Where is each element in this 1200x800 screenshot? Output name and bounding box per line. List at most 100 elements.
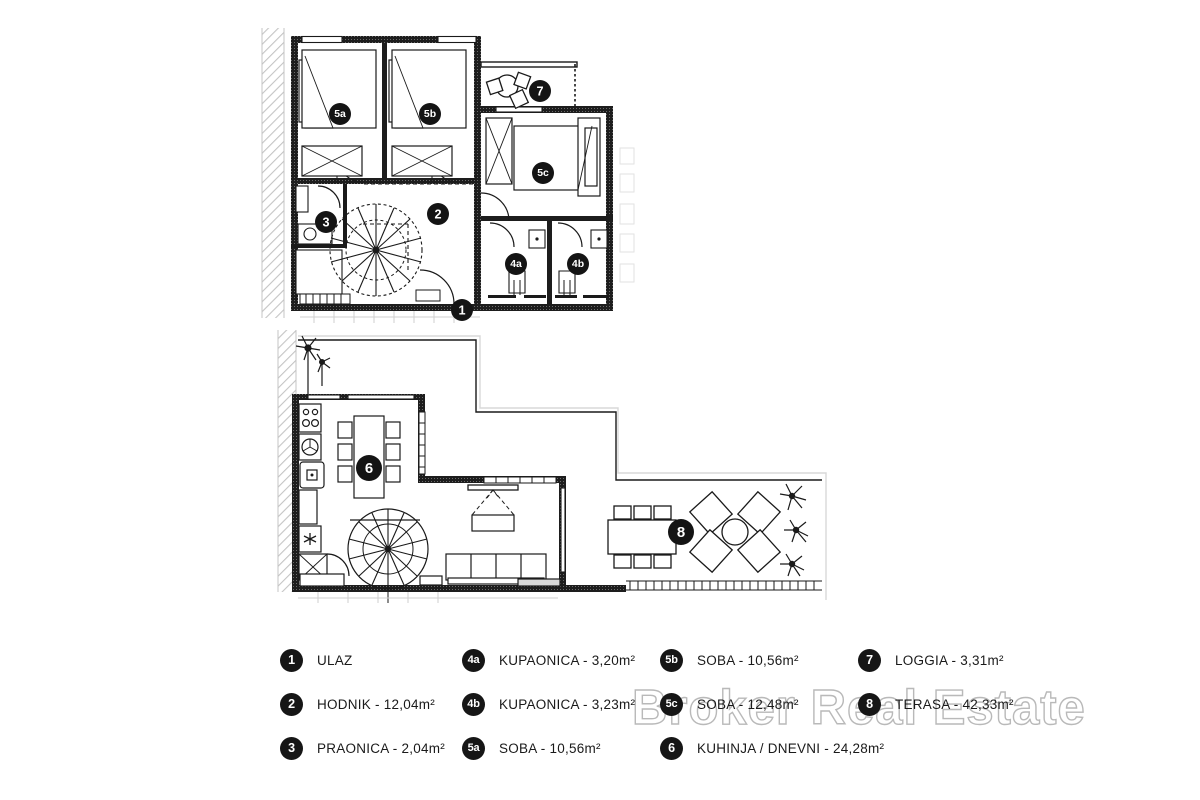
legend-item-4b[interactable]: 4b KUPAONICA - 3,23m² <box>462 682 635 726</box>
upper-marker-2[interactable]: 2 <box>427 203 449 225</box>
terrace-railing <box>626 580 822 591</box>
marker-label-4a: 4a <box>510 259 522 270</box>
upper-marker-1[interactable]: 1 <box>451 299 473 321</box>
legend-item-1[interactable]: 1 ULAZ <box>280 638 445 682</box>
marker-label-4b: 4b <box>572 259 584 270</box>
legend-badge-8: 8 <box>858 692 881 716</box>
interior-walls <box>291 43 613 305</box>
tv-view-cone <box>471 489 515 516</box>
marker-circle-8 <box>668 519 694 545</box>
room-4a-fixtures <box>488 229 546 298</box>
legend-label-6: KUHINJA / DNEVNI - 24,28m² <box>697 740 885 756</box>
marker-label-5a: 5a <box>334 109 346 120</box>
upper-marker-4b[interactable]: 4b <box>567 253 589 275</box>
legend: 1 ULAZ 2 HODNIK - 12,04m² 3 PRAONICA - 2,04m²… <box>280 638 1180 760</box>
legend-column-3: 5b SOBA - 10,56m² 5c SOBA - 12,48m² 6 KUHINJA… <box>660 638 884 770</box>
window-openings <box>307 394 566 573</box>
legend-label-4b: KUPAONICA - 3,23m² <box>499 696 636 712</box>
living-room-furniture <box>445 514 547 585</box>
legend-item-5b[interactable]: 5b SOBA - 10,56m² <box>660 638 884 682</box>
marker-label-5c: 5c <box>537 168 549 179</box>
legend-label-2: HODNIK - 12,04m² <box>317 696 436 712</box>
marker-circle-5b <box>419 103 441 125</box>
legend-label-7: LOGGIA - 3,31m² <box>895 652 1004 668</box>
room-7-furniture <box>485 71 532 110</box>
marker-label-6: 6 <box>365 460 373 477</box>
marker-circle-1 <box>451 299 473 321</box>
legend-column-4: 7 LOGGIA - 3,31m² 8 TERASA - 42,33m² <box>858 638 1014 726</box>
adjacent-structure-hatch <box>261 28 285 318</box>
legend-badge-2: 2 <box>280 692 303 716</box>
legend-item-3[interactable]: 3 PRAONICA - 2,04m² <box>280 726 445 770</box>
marker-label-2: 2 <box>434 208 441 222</box>
marker-circle-7 <box>529 80 551 102</box>
legend-badge-4b: 4b <box>462 692 485 716</box>
upper-floor-plan: 1 2 3 4a 4b 5a 5b 5c 7 <box>258 18 658 330</box>
marker-label-5b: 5b <box>424 109 436 120</box>
legend-item-6[interactable]: 6 KUHINJA / DNEVNI - 24,28m² <box>660 726 884 770</box>
legend-column-2: 4a KUPAONICA - 3,20m² 4b KUPAONICA - 3,23m²… <box>462 638 635 770</box>
drawing-artifacts <box>619 147 635 283</box>
marker-label-8: 8 <box>677 524 685 541</box>
window-band <box>483 476 557 484</box>
marker-circle-4a <box>505 253 527 275</box>
legend-item-5c[interactable]: 5c SOBA - 12,48m² <box>660 682 884 726</box>
legend-label-3: PRAONICA - 2,04m² <box>317 740 446 756</box>
ground-strip <box>300 311 480 323</box>
upper-marker-5b[interactable]: 5b <box>419 103 441 125</box>
marker-label-3: 3 <box>322 216 329 230</box>
legend-badge-5a: 5a <box>462 736 485 760</box>
legend-label-4a: KUPAONICA - 3,20m² <box>499 652 636 668</box>
room-3-fixtures <box>295 185 343 295</box>
upper-floor-markers: 1 2 3 4a 4b 5a 5b 5c 7 <box>315 80 589 321</box>
marker-label-1: 1 <box>458 304 465 318</box>
room-4b-fixtures <box>555 229 609 298</box>
marker-circle-5c <box>532 162 554 184</box>
plant-decoration-terrace <box>779 483 809 577</box>
room-5a-furniture <box>298 49 377 177</box>
upper-marker-5c[interactable]: 5c <box>532 162 554 184</box>
terrace-furniture <box>607 490 782 574</box>
legend-item-7[interactable]: 7 LOGGIA - 3,31m² <box>858 638 1014 682</box>
upper-marker-3[interactable]: 3 <box>315 211 337 233</box>
upper-marker-4a[interactable]: 4a <box>505 253 527 275</box>
marker-circle-2 <box>427 203 449 225</box>
legend-badge-4a: 4a <box>462 648 485 672</box>
legend-label-5b: SOBA - 10,56m² <box>697 652 799 668</box>
marker-label-7: 7 <box>536 85 543 99</box>
legend-badge-5c: 5c <box>660 692 683 716</box>
marker-circle-6 <box>356 455 382 481</box>
terrace-boundary <box>298 335 827 600</box>
marker-circle-3 <box>315 211 337 233</box>
legend-label-1: ULAZ <box>317 652 353 668</box>
legend-badge-1: 1 <box>280 648 303 672</box>
room-5c-furniture <box>485 117 601 197</box>
legend-label-5a: SOBA - 10,56m² <box>499 740 601 756</box>
lower-marker-8[interactable]: 8 <box>668 519 694 545</box>
upper-marker-7[interactable]: 7 <box>529 80 551 102</box>
spiral-staircase <box>347 508 429 603</box>
legend-badge-5b: 5b <box>660 648 683 672</box>
threshold-lines <box>363 183 477 270</box>
legend-label-8: TERASA - 42,33m² <box>895 696 1014 712</box>
terrace-boundary-dark <box>298 339 822 481</box>
legend-badge-7: 7 <box>858 648 881 672</box>
entry-steps <box>299 289 441 305</box>
window-band-vertical <box>418 411 426 475</box>
legend-badge-3: 3 <box>280 736 303 760</box>
marker-circle-4b <box>567 253 589 275</box>
legend-badge-6: 6 <box>660 736 683 760</box>
ground-strip <box>298 592 558 603</box>
upper-marker-5a[interactable]: 5a <box>329 103 351 125</box>
spiral-staircase <box>329 203 423 297</box>
legend-label-5c: SOBA - 12,48m² <box>697 696 799 712</box>
marker-circle-5a <box>329 103 351 125</box>
legend-item-5a[interactable]: 5a SOBA - 10,56m² <box>462 726 635 770</box>
legend-item-8[interactable]: 8 TERASA - 42,33m² <box>858 682 1014 726</box>
legend-column-1: 1 ULAZ 2 HODNIK - 12,04m² 3 PRAONICA - 2,04m² <box>280 638 445 770</box>
legend-item-2[interactable]: 2 HODNIK - 12,04m² <box>280 682 445 726</box>
lower-marker-6[interactable]: 6 <box>356 455 382 481</box>
legend-item-4a[interactable]: 4a KUPAONICA - 3,20m² <box>462 638 635 682</box>
